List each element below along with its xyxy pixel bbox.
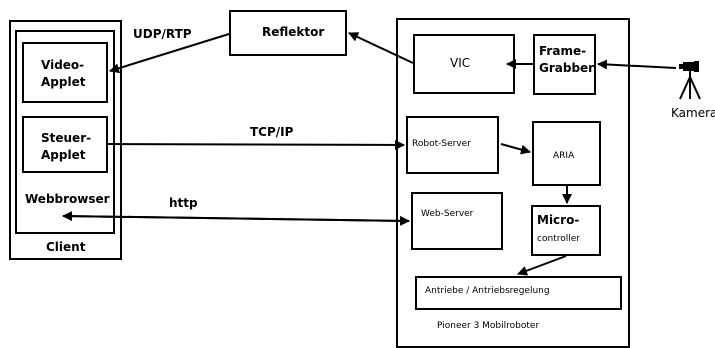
arrow-microcontroller-to-antriebe [517,255,567,276]
vic-box [413,34,515,94]
arrow-kamera-to-framegrabber [597,59,677,70]
video-applet-label-2: Applet [41,75,86,89]
tcp-ip-label: TCP/IP [250,125,294,139]
arrow-browser-to-webserver [62,215,410,226]
client-label: Client [46,240,86,254]
arrow-steuer-to-robot-server [107,139,405,150]
steuer-applet-label-1: Steuer- [41,131,92,145]
frame-grabber-box [533,34,596,95]
frame-grabber-label-1: Frame- [539,44,587,58]
arrow-robot-server-to-aria [500,143,531,155]
frame-grabber-label-2: Grabber [539,61,595,75]
web-server-box [411,192,503,250]
antriebe-label: Antriebe / Antriebsregelung [425,286,550,296]
steuer-applet-box [22,116,108,173]
vic-label: VIC [450,56,471,70]
antriebe-box [415,276,622,310]
connection-arrows [62,32,677,276]
aria-box [532,121,601,186]
aria-label: ARIA [553,151,575,161]
kamera-label: Kamera [671,106,715,120]
udp-rtp-label: UDP/RTP [133,27,192,41]
robot-server-box [406,116,499,174]
arrow-reflektor-to-video-applet [109,33,230,74]
http-label: http [169,196,198,210]
micro-controller-label-2: controller [537,234,580,244]
reflektor-box [229,10,347,56]
robot-server-label: Robot-Server [412,139,471,149]
web-server-label: Web-Server [421,209,474,219]
arrow-vic-to-reflektor [348,32,414,64]
micro-controller-box [531,205,601,256]
micro-controller-label-1: Micro- [537,213,580,227]
webbrowser-label: Webbrowser [25,192,110,206]
video-applet-label-1: Video- [41,58,85,72]
tripod-camera-icon [679,61,701,100]
reflektor-label: Reflektor [262,25,325,39]
video-applet-box [22,42,108,103]
pioneer-label: Pioneer 3 Mobilroboter [437,321,540,331]
steuer-applet-label-2: Applet [41,148,86,162]
